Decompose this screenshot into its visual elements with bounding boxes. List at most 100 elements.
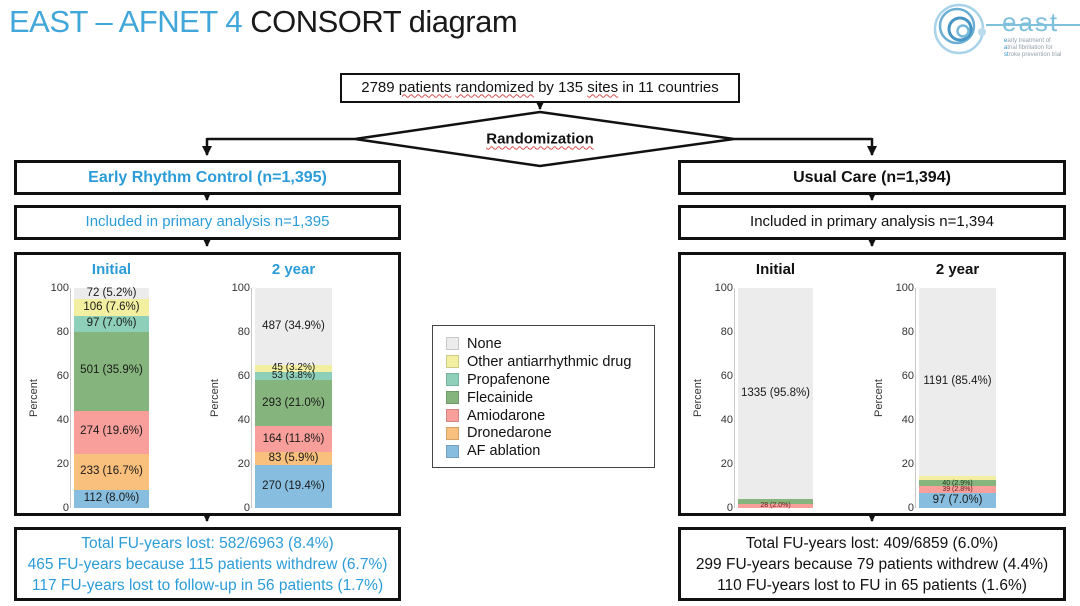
legend-swatch	[446, 426, 459, 440]
y-tick-label: 20	[720, 458, 733, 470]
segment-label: 72 (5.2%)	[86, 286, 137, 299]
bar-segment: 83 (5.9%)	[255, 452, 332, 466]
segment-label: 40 (2.9%)	[942, 479, 973, 487]
y-tick-label: 60	[901, 370, 914, 382]
east-logo-strikethrough	[986, 24, 1080, 26]
y-tick-label: 80	[237, 326, 250, 338]
fu-years-line: 465 FU-years because 115 patients withdr…	[27, 555, 388, 573]
bar-segment: 28 (2.0%)	[738, 502, 813, 510]
segment-label: 28 (2.0%)	[760, 502, 791, 510]
legend-item: Propafenone	[446, 371, 654, 389]
bar-segment: 112 (8.0%)	[74, 490, 149, 508]
legend-swatch	[446, 409, 459, 422]
bar-segment: 39 (2.8%)	[919, 486, 996, 494]
left-primary-analysis-box: Included in primary analysis n=1,395	[14, 205, 401, 240]
y-tick-label: 100	[231, 282, 250, 294]
y-tick-label: 60	[56, 370, 69, 382]
legend-label: Other antiarrhythmic drug	[467, 353, 632, 370]
legend-item: Other antiarrhythmic drug	[446, 353, 654, 371]
randomized-patients-text: 2789 patients randomized by 135 sites in…	[361, 78, 719, 96]
left-fu-years-box: Total FU-years lost: 582/6963 (8.4%)465 …	[14, 527, 401, 601]
y-axis-label: Percent	[28, 379, 41, 417]
y-tick-label: 100	[50, 282, 69, 294]
right-primary-analysis-box: Included in primary analysis n=1,394	[678, 205, 1066, 240]
segment-label: 106 (7.6%)	[83, 301, 140, 314]
y-axis-label: Percent	[873, 379, 886, 417]
segment-label: 112 (8.0%)	[83, 492, 140, 505]
y-tick-label: 0	[243, 502, 250, 514]
legend-label: Dronedarone	[467, 425, 552, 442]
legend-swatch	[446, 373, 459, 387]
bar-title: Initial	[755, 261, 796, 278]
bar-segment: 97 (7.0%)	[74, 316, 149, 332]
y-axis-line	[734, 288, 735, 508]
y-tick-label: 40	[901, 414, 914, 426]
bar-title: Initial	[91, 261, 132, 278]
segment-label: 1335 (95.8%)	[740, 386, 811, 399]
y-tick-label: 100	[895, 282, 914, 294]
segment-label: 39 (2.8%)	[942, 486, 973, 494]
segment-label: 233 (16.7%)	[80, 465, 143, 478]
legend-item: Amiodarone	[446, 407, 654, 425]
bar-segment	[738, 498, 813, 504]
y-tick-label: 0	[907, 502, 914, 514]
y-axis-line	[70, 288, 71, 508]
bar-segment: 501 (35.9%)	[74, 331, 149, 411]
usual-care-box: Usual Care (n=1,394)	[678, 160, 1066, 195]
left-drug-chart-box: Initial 100 80 60 40 20 0 Percent 72 (5.2%) 106 (…	[14, 252, 401, 516]
y-tick-label: 40	[237, 414, 250, 426]
tagline-line: stroke prevention trial	[1004, 52, 1062, 58]
early-rhythm-control-label: Early Rhythm Control (n=1,395)	[88, 168, 327, 186]
bar-segment: 487 (34.9%)	[255, 288, 332, 365]
bar-segment: 270 (19.4%)	[255, 465, 332, 508]
legend-label: Amiodarone	[467, 407, 546, 424]
y-axis-label: Percent	[692, 379, 705, 417]
legend-swatch	[446, 337, 459, 351]
y-tick-label: 0	[62, 502, 69, 514]
right-fu-years-box: Total FU-years lost: 409/6859 (6.0%) 299 …	[678, 527, 1066, 601]
bar-segment: 274 (19.6%)	[74, 410, 149, 454]
bar-segment	[919, 475, 996, 481]
y-tick-label: 100	[714, 282, 733, 294]
segment-label: 274 (19.6%)	[80, 425, 143, 438]
fu-years-line: 299 FU-years because 79 patients withdre…	[695, 555, 1049, 573]
right-drug-chart-box: Initial 100 80 60 40 20 0 Percent 1335 (95.8%) 28…	[678, 252, 1066, 516]
bar-segment: 40 (2.9%)	[919, 479, 996, 487]
bar-title: 2 year	[935, 261, 980, 278]
right-primary-analysis-label: Included in primary analysis n=1,394	[750, 213, 994, 231]
y-tick-label: 80	[56, 326, 69, 338]
bar-segment: 1335 (95.8%)	[738, 288, 813, 499]
segment-label: 53 (3.8%)	[271, 370, 316, 381]
east-logo-tagline: early treatment of atrial fibrillation f…	[1004, 38, 1061, 59]
bar-segment: 53 (3.8%)	[255, 370, 332, 381]
bar-segment: 293 (21.0%)	[255, 380, 332, 427]
legend-label: Propafenone	[467, 371, 551, 388]
title-trial-name: EAST – AFNET 4	[9, 4, 251, 39]
randomized-patients-box: 2789 patients randomized by 135 sites in…	[340, 73, 740, 103]
y-tick-label: 20	[237, 458, 250, 470]
y-axis-line	[251, 288, 252, 508]
y-tick-label: 80	[720, 326, 733, 338]
y-tick-label: 40	[720, 414, 733, 426]
legend-label: AF ablation	[467, 443, 541, 460]
legend-swatch	[446, 444, 459, 458]
page-title: EAST – AFNET 4 CONSORT diagram	[9, 4, 518, 40]
legend-swatch	[446, 391, 459, 405]
segment-label: 1191 (85.4%)	[923, 375, 992, 388]
title-suffix: CONSORT diagram	[250, 4, 518, 39]
fu-years-line: Total FU-years lost: 409/6859 (6.0%)	[745, 534, 999, 552]
east-logo-spiral-icon	[933, 3, 986, 55]
fu-years-line: 117 FU-years lost to follow-up in 56 pat…	[31, 576, 384, 594]
segment-label: 293 (21.0%)	[262, 396, 325, 409]
segment-label: 270 (19.4%)	[262, 479, 325, 492]
segment-label: 501 (35.9%)	[80, 364, 143, 377]
legend-swatch	[446, 355, 459, 369]
legend-item: AF ablation	[446, 442, 654, 460]
bar-segment: 106 (7.6%)	[74, 299, 149, 317]
left-primary-analysis-label: Included in primary analysis n=1,395	[85, 213, 330, 231]
segment-label: 97 (7.0%)	[932, 493, 983, 506]
usual-care-label: Usual Care (n=1,394)	[793, 168, 951, 186]
bar-title: 2 year	[271, 261, 316, 278]
legend-item: Dronedarone	[446, 424, 654, 442]
segment-label: 97 (7.0%)	[86, 317, 137, 330]
